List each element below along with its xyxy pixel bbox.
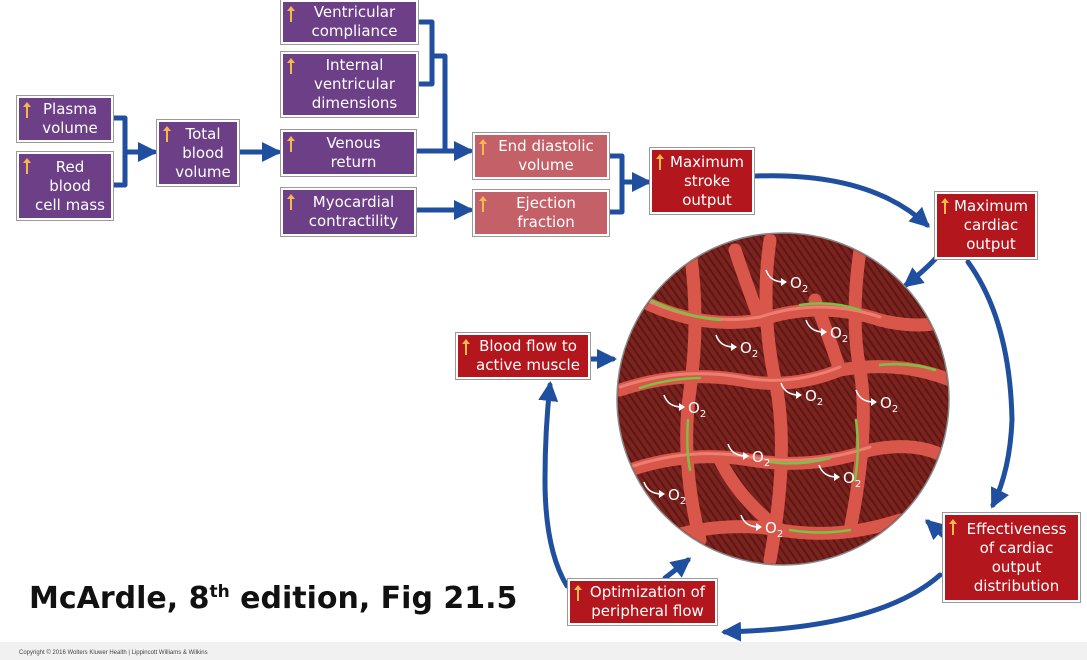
box-total-blood-volume: Total blood volume — [156, 119, 240, 187]
up-arrow-icon — [21, 154, 33, 218]
link-compliance — [417, 19, 435, 59]
oxygen-label: O2 — [715, 334, 758, 360]
box-plasma-volume: Plasma volume — [16, 95, 114, 143]
oxygen-label: O2 — [643, 481, 686, 507]
box-venous-return: Venous return — [280, 129, 417, 177]
oxygen-label: O2 — [765, 269, 808, 295]
up-arrow-icon — [285, 54, 297, 115]
oxygen-label: O2 — [855, 389, 898, 415]
box-internal-ventricular-dimensions: Internal ventricular dimensions — [280, 51, 419, 118]
up-arrow-icon — [572, 581, 584, 623]
arrow-optimization-to-circle — [662, 557, 692, 581]
box-ventricular-compliance: Ventricular compliance — [280, 0, 419, 45]
oxygen-label: O2 — [805, 319, 848, 345]
box-end-diastolic-volume: End diastolic volume — [472, 132, 610, 180]
up-arrow-icon — [939, 194, 951, 257]
link-ef-to-merge — [606, 179, 625, 215]
muscle-capillary-illustration — [616, 232, 950, 566]
box-effectiveness-of-cardiac-output-distribution: Effectiveness of cardiac output distribu… — [942, 512, 1081, 603]
oxygen-text: O2 — [668, 486, 686, 507]
box-maximum-stroke-output: Maximum stroke output — [649, 147, 755, 215]
copyright-notice: Copyright © 2016 Wolters Kluwer Health |… — [19, 650, 208, 656]
oxygen-label: O2 — [780, 382, 823, 408]
oxygen-label: O2 — [818, 464, 861, 490]
up-arrow-icon — [161, 122, 173, 184]
arrow-stroke-to-cardiac-output — [753, 173, 930, 228]
oxygen-text: O2 — [740, 339, 758, 360]
link-edv-to-merge — [606, 153, 625, 185]
up-arrow-icon — [654, 150, 666, 212]
box-blood-flow-to-active-muscle: Blood flow to active muscle — [455, 332, 591, 380]
up-arrow-icon — [947, 515, 959, 600]
up-arrow-icon — [460, 335, 472, 377]
oxygen-text: O2 — [790, 274, 808, 295]
oxygen-text: O2 — [688, 399, 706, 420]
link-compliance-group-down — [429, 53, 448, 154]
oxygen-text: O2 — [880, 394, 898, 415]
up-arrow-icon — [21, 98, 33, 140]
link-plasma-to-merge — [109, 115, 128, 155]
box-ejection-fraction: Ejection fraction — [472, 189, 610, 237]
up-arrow-icon — [285, 132, 297, 174]
oxygen-text: O2 — [765, 519, 783, 540]
arrow-effectiveness-to-optimization — [721, 572, 943, 642]
arrow-cardiac-output-to-circle — [902, 255, 939, 288]
up-arrow-icon — [477, 135, 489, 177]
arrow-optimization-to-blood-flow — [538, 381, 570, 589]
oxygen-label: O2 — [663, 394, 706, 420]
up-arrow-icon — [285, 190, 297, 234]
link-rbc-to-merge — [109, 149, 128, 188]
arrow-cardiac-output-to-effectiveness — [965, 259, 1015, 509]
box-red-blood-cell-mass: Red blood cell mass — [16, 151, 114, 221]
up-arrow-icon — [477, 192, 489, 234]
oxygen-text: O2 — [830, 324, 848, 345]
box-myocardial-contractility: Myocardial contractility — [280, 187, 417, 237]
oxygen-label: O2 — [727, 443, 770, 469]
oxygen-text: O2 — [752, 448, 770, 469]
box-maximum-cardiac-output: Maximum cardiac output — [934, 191, 1038, 260]
oxygen-label: O2 — [740, 514, 783, 540]
link-dimensions — [417, 53, 435, 87]
figure-citation: McArdle, 8th edition, Fig 21.5 — [29, 581, 518, 616]
oxygen-text: O2 — [805, 387, 823, 408]
box-optimization-of-peripheral-flow: Optimization of peripheral flow — [567, 578, 718, 626]
up-arrow-icon — [285, 2, 297, 42]
oxygen-text: O2 — [843, 469, 861, 490]
